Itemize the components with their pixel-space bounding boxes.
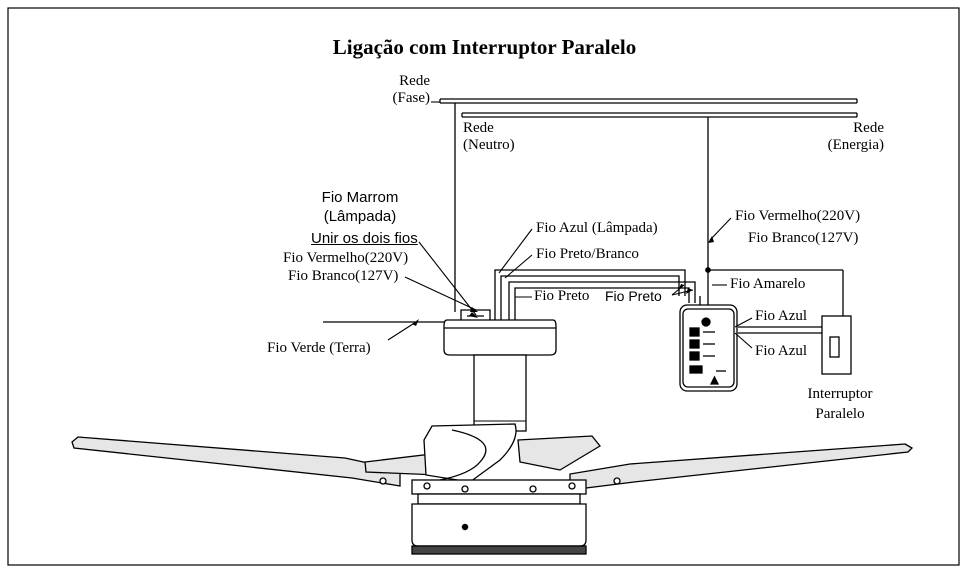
rede-fase-line2: (Fase) [392, 90, 431, 106]
fio-amarelo-label: Fio Amarelo [730, 276, 806, 292]
rede-neutro-line1: Rede [463, 120, 494, 136]
fio-verde-label: Fio Verde (Terra) [267, 340, 371, 356]
leader-lines [387, 101, 753, 349]
rede-energia-line1: Rede [853, 120, 884, 136]
rede-fase-line1: Rede [399, 73, 430, 89]
control-receiver [679, 304, 738, 392]
fio-azul-lampada-label: Fio Azul (Lâmpada) [536, 220, 658, 236]
diagram-frame [7, 7, 960, 566]
interruptor-line2: Paralelo [815, 406, 865, 422]
fan-blades [71, 423, 914, 491]
fio-preto-label-1: Fio Preto [534, 288, 590, 304]
fio-marrom-line1: Fio Marrom [321, 189, 399, 206]
blade-front [423, 423, 517, 483]
interruptor-line1: Interruptor [807, 386, 873, 402]
fio-vermelho-left-label: Fio Vermelho(220V) [283, 250, 409, 266]
fan-downrod [473, 354, 527, 432]
fio-preto-branco-label: Fio Preto/Branco [536, 246, 639, 262]
rede-fase-label: Rede (Fase) [380, 73, 431, 107]
blade-back-right [517, 435, 601, 471]
fio-azul-label-2: Fio Azul [755, 343, 808, 359]
fan-body [379, 477, 621, 555]
rede-neutro-line2: (Neutro) [463, 137, 515, 153]
wire-bundle [494, 269, 701, 320]
fan-canopy [443, 319, 557, 356]
wire-interruptor [738, 326, 822, 334]
rede-energia-line2: (Energia) [827, 137, 884, 153]
network-lines [439, 98, 858, 118]
fio-vermelho-right-label: Fio Vermelho(220V) [735, 208, 861, 224]
fio-marrom-label: Fio Marrom (Lâmpada) [295, 188, 425, 226]
fio-preto-label-2: Fio Preto [605, 288, 662, 304]
rede-neutro-label: Rede (Neutro) [463, 120, 515, 154]
arrowheads [412, 236, 714, 326]
fio-marrom-line2: (Lâmpada) [323, 208, 397, 225]
interruptor-label: Interruptor Paralelo [795, 384, 885, 424]
diagram-title: Ligação com Interruptor Paralelo [332, 35, 637, 59]
unir-fios-label: Unir os dois fios [311, 230, 418, 247]
fio-branco-right-label: Fio Branco(127V) [748, 230, 859, 246]
fio-azul-label-1: Fio Azul [755, 308, 808, 324]
blade-left [71, 436, 401, 487]
switch-plate [821, 315, 852, 375]
fio-branco-left-label: Fio Branco(127V) [288, 268, 399, 284]
blade-right [569, 443, 914, 491]
wire-energia [705, 117, 844, 318]
rede-energia-label: Rede (Energia) [800, 120, 884, 154]
